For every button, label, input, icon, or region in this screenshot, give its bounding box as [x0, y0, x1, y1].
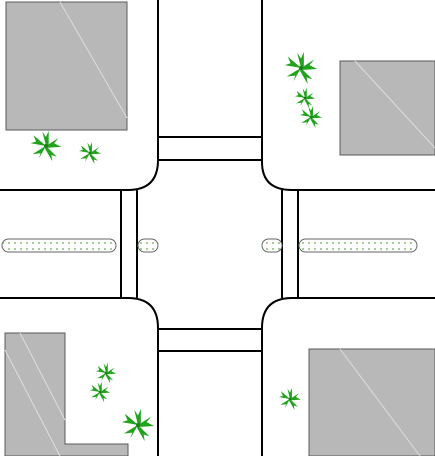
building-top-right — [340, 61, 435, 155]
tree-icon — [285, 52, 317, 84]
building-top-left — [6, 2, 127, 130]
crosswalk-east — [282, 190, 298, 298]
tree-icon — [122, 409, 154, 441]
tree-icon — [295, 88, 315, 108]
crosswalk-north — [158, 137, 262, 160]
tree-icon — [96, 363, 116, 383]
tree-icon — [279, 388, 301, 410]
building-bottom-left — [5, 333, 128, 456]
buildings-layer — [5, 2, 435, 456]
tree-icon — [90, 382, 110, 402]
building-bottom-right — [309, 349, 435, 456]
crosswalk-south — [158, 329, 262, 351]
tree-icon — [79, 142, 101, 164]
crosswalk-west — [121, 190, 137, 298]
tree-icon — [300, 106, 322, 128]
tree-icon — [31, 131, 62, 162]
